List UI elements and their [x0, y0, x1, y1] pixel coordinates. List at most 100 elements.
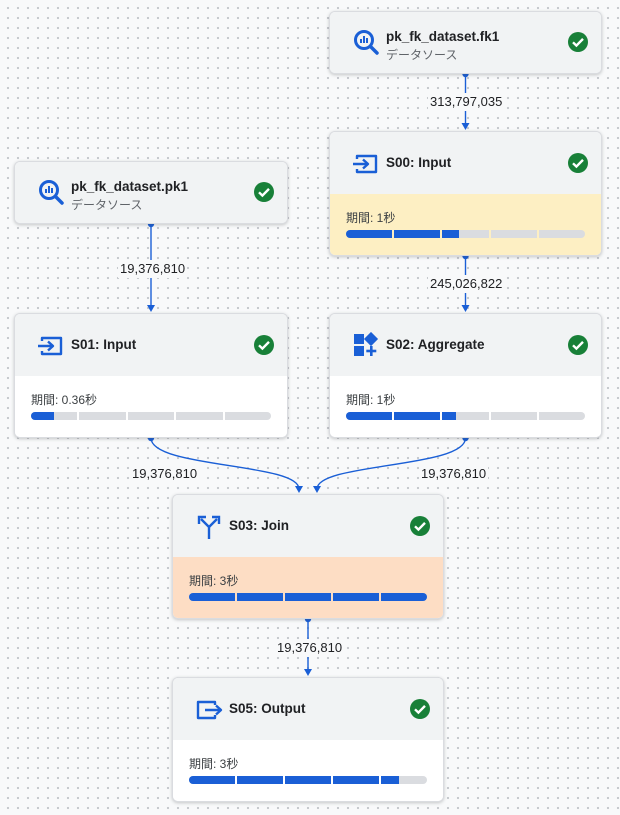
- progress-fill: [442, 412, 457, 420]
- progress-segment: [442, 412, 489, 420]
- progress-segment: [333, 593, 379, 601]
- progress-fill: [394, 230, 441, 238]
- input-icon: [37, 332, 65, 360]
- data-source-node[interactable]: pk_fk_dataset.fk1 データソース: [329, 11, 602, 74]
- edge-row-count-label: 19,376,810: [275, 639, 345, 657]
- progress-fill: [285, 776, 331, 784]
- progress-segment: [381, 593, 427, 601]
- edge-line: [316, 437, 467, 490]
- progress-segment: [176, 412, 223, 420]
- stage-node[interactable]: S02: Aggregate 期間: 1秒: [329, 313, 602, 438]
- node-body: 期間: 1秒: [330, 376, 601, 437]
- progress-segment: [237, 776, 283, 784]
- progress-segment: [346, 412, 393, 420]
- progress-segment: [285, 776, 331, 784]
- stage-node[interactable]: S05: Output 期間: 3秒: [172, 677, 444, 802]
- progress-fill: [237, 593, 283, 601]
- node-title: S00: Input: [386, 155, 452, 170]
- progress-segment: [79, 412, 126, 420]
- edge-row-count-label: 19,376,810: [130, 465, 200, 483]
- status-check-icon: [253, 181, 275, 203]
- bigquery-search-icon: [37, 178, 65, 206]
- node-body: 期間: 1秒: [330, 194, 601, 255]
- progress-segment: [394, 412, 441, 420]
- status-check-icon: [567, 31, 589, 53]
- node-header: S05: Output: [173, 678, 443, 740]
- node-header: S00: Input: [330, 132, 601, 194]
- bigquery-search-icon: [352, 28, 380, 56]
- node-header: pk_fk_dataset.fk1 データソース: [330, 12, 601, 73]
- duration-progress-bar: [189, 593, 427, 601]
- progress-fill: [333, 593, 379, 601]
- progress-segment: [189, 593, 235, 601]
- edge-arrowhead: [461, 123, 470, 130]
- edge-row-count-label: 313,797,035: [428, 93, 505, 111]
- status-check-icon: [409, 698, 431, 720]
- edge-row-count-label: 245,026,822: [428, 275, 505, 293]
- progress-segment: [442, 230, 489, 238]
- progress-fill: [189, 593, 235, 601]
- stage-node[interactable]: S03: Join 期間: 3秒: [172, 494, 444, 619]
- node-title: pk_fk_dataset.fk1: [386, 29, 500, 44]
- progress-fill: [285, 593, 331, 601]
- duration-label: 期間: 0.36秒: [31, 393, 98, 407]
- status-check-icon: [567, 334, 589, 356]
- progress-segment: [538, 412, 586, 420]
- progress-segment: [538, 230, 586, 238]
- duration-label: 期間: 3秒: [189, 574, 239, 588]
- progress-segment: [346, 230, 393, 238]
- progress-segment: [189, 776, 235, 784]
- edge-arrowhead: [461, 305, 470, 312]
- edge-arrowhead: [147, 305, 155, 312]
- status-check-icon: [567, 152, 589, 174]
- progress-segment: [333, 776, 379, 784]
- aggregate-icon: [352, 331, 380, 360]
- node-title: S02: Aggregate: [386, 337, 485, 352]
- progress-segment: [490, 230, 537, 238]
- status-check-icon: [409, 515, 431, 537]
- progress-segment: [237, 593, 283, 601]
- node-body: 期間: 3秒: [173, 557, 443, 618]
- progress-segment: [285, 593, 331, 601]
- stage-node[interactable]: S01: Input 期間: 0.36秒: [14, 313, 288, 438]
- edge-row-count-label: 19,376,810: [419, 465, 489, 483]
- progress-fill: [189, 776, 235, 784]
- node-body: 期間: 0.36秒: [15, 376, 287, 437]
- stage-node[interactable]: S00: Input 期間: 1秒: [329, 131, 602, 256]
- node-body: 期間: 3秒: [173, 740, 443, 801]
- edge-arrowhead: [295, 486, 303, 493]
- node-title: pk_fk_dataset.pk1: [71, 179, 189, 194]
- duration-progress-bar: [189, 776, 427, 784]
- progress-fill: [346, 412, 393, 420]
- progress-segment: [31, 412, 78, 420]
- node-subtitle: データソース: [386, 48, 458, 62]
- output-icon: [195, 696, 223, 724]
- edge-arrowhead: [304, 669, 312, 676]
- progress-fill: [394, 412, 441, 420]
- edge-row-count-label: 19,376,810: [118, 260, 188, 278]
- progress-fill: [442, 230, 459, 238]
- node-header: S03: Join: [173, 495, 443, 557]
- edge-line: [150, 437, 300, 490]
- duration-label: 期間: 1秒: [346, 211, 396, 225]
- duration-progress-bar: [346, 230, 586, 238]
- input-icon: [352, 150, 380, 178]
- progress-fill: [333, 776, 379, 784]
- progress-segment: [224, 412, 272, 420]
- node-title: S01: Input: [71, 337, 137, 352]
- node-header: S01: Input: [15, 314, 287, 376]
- duration-label: 期間: 1秒: [346, 393, 396, 407]
- progress-fill: [381, 776, 400, 784]
- status-check-icon: [253, 334, 275, 356]
- progress-fill: [346, 230, 393, 238]
- node-title: S05: Output: [229, 701, 306, 716]
- progress-segment: [490, 412, 537, 420]
- progress-fill: [381, 593, 427, 601]
- progress-fill: [237, 776, 283, 784]
- progress-segment: [394, 230, 441, 238]
- edge-arrowhead: [313, 486, 321, 493]
- node-title: S03: Join: [229, 518, 290, 533]
